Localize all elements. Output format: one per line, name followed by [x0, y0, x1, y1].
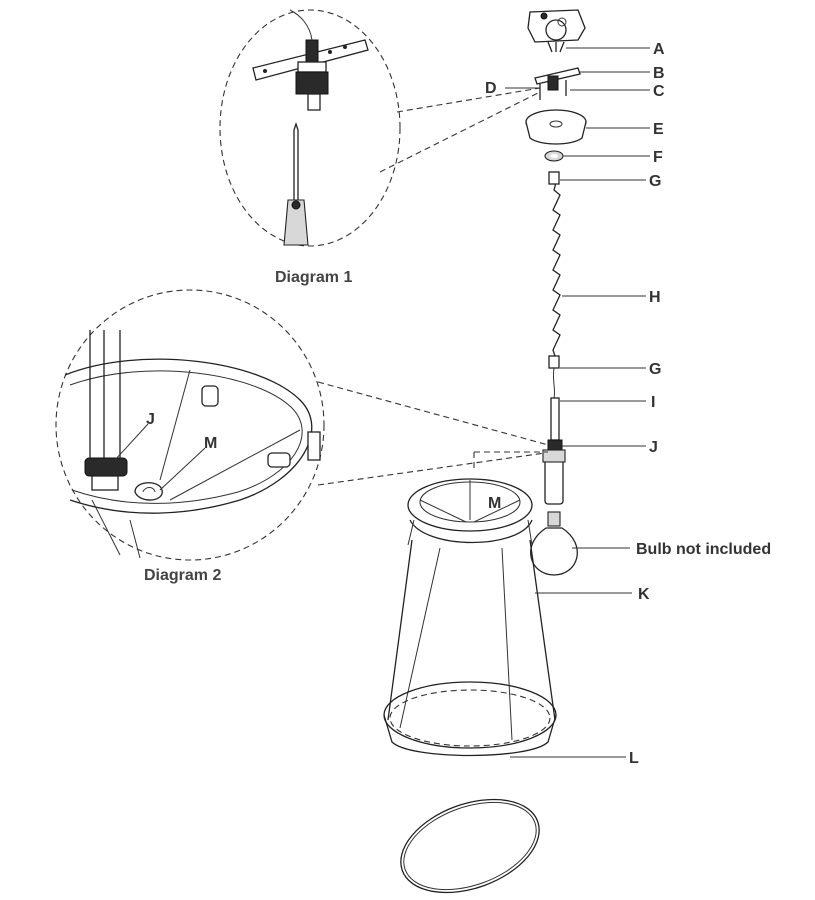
diagram-2-label-m: M: [204, 435, 217, 452]
diagram-1-caption: Diagram 1: [275, 269, 352, 286]
label-bulb: Bulb not included: [636, 541, 771, 558]
label-b: B: [653, 65, 665, 82]
diagram-1-detail: Diagram 1: [219, 9, 541, 286]
diagram-2-detail: J M Diagram 2: [55, 289, 553, 584]
label-e: E: [653, 121, 664, 138]
diagram-2-caption: Diagram 2: [144, 567, 221, 584]
label-g-bottom: G: [649, 361, 661, 378]
main-exploded-view: [383, 9, 587, 894]
label-j: J: [649, 439, 658, 456]
label-l: L: [629, 750, 639, 767]
label-a: A: [653, 41, 665, 58]
label-c: C: [653, 83, 665, 100]
label-m: M: [488, 495, 501, 512]
callout-leaders: [505, 47, 650, 758]
callout-labels: A B C D E F G H G I J M Bulb not include…: [485, 41, 771, 767]
label-f: F: [653, 149, 663, 166]
diagram-2-label-j: J: [146, 411, 155, 428]
label-g-top: G: [649, 173, 661, 190]
label-h: H: [649, 289, 661, 306]
label-k: K: [638, 586, 650, 603]
label-i: I: [651, 394, 655, 411]
label-d: D: [485, 80, 497, 97]
